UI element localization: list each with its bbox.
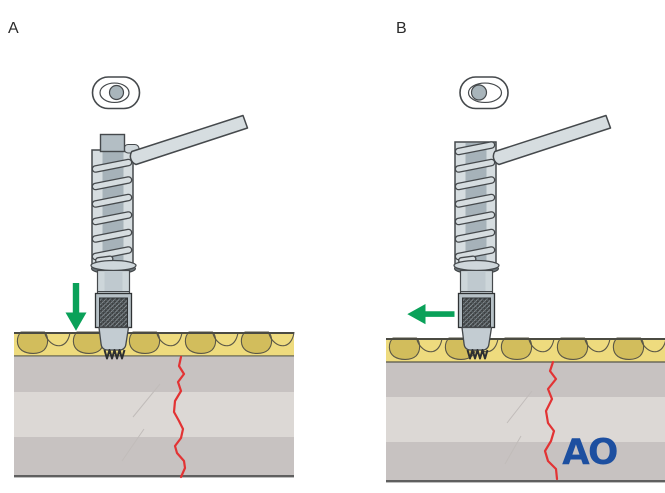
force-arrow-down-icon <box>65 283 87 331</box>
panel-a-bone <box>14 332 294 479</box>
panel-b-top-view-indicator <box>459 76 509 110</box>
bone-texture-lines <box>504 390 533 465</box>
panel-b-label: B <box>396 20 407 37</box>
top-view-cam-dot <box>470 84 488 101</box>
cortical-layer <box>14 332 294 357</box>
top-view-cam-dot <box>108 84 125 101</box>
panel-a-instrument <box>91 114 249 359</box>
top-view-inner-slot <box>467 82 503 104</box>
bone-layers <box>386 362 665 483</box>
panel-b-bone <box>386 338 665 483</box>
instrument-top-cap <box>99 133 126 153</box>
fracture-line <box>172 355 187 479</box>
fracture-line <box>543 360 559 481</box>
panel-a: A <box>8 20 294 479</box>
bone-layers <box>14 357 294 478</box>
panel-b-instrument <box>454 114 612 359</box>
ao-logo: AO <box>562 432 617 473</box>
instrument-handle <box>129 114 249 166</box>
panel-b: B <box>386 20 665 483</box>
bone-texture-lines <box>121 383 161 462</box>
top-view-inner-slot <box>99 82 130 104</box>
force-arrow-left-icon <box>407 304 455 325</box>
panel-a-top-view-indicator <box>91 76 141 110</box>
instrument-handle <box>492 114 612 166</box>
panel-a-label: A <box>8 20 19 37</box>
cortical-layer <box>386 338 665 363</box>
